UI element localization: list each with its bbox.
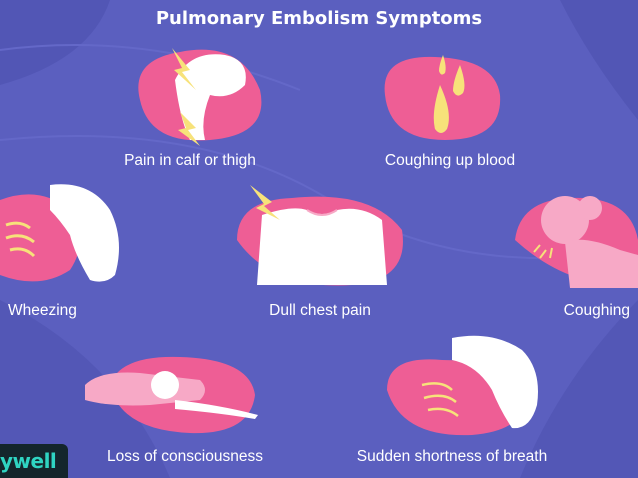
fainted-person-icon bbox=[85, 356, 258, 434]
page-title: Pulmonary Embolism Symptoms bbox=[155, 8, 483, 29]
symptom-label-calf-pain: Pain in calf or thigh bbox=[124, 152, 256, 169]
blood-drops-icon bbox=[384, 55, 501, 140]
symptom-label-coughing-blood: Coughing up blood bbox=[384, 152, 516, 169]
brand-logo: ywell bbox=[0, 444, 68, 478]
symptom-label-wheezing: Wheezing bbox=[8, 302, 77, 319]
coughing-person-icon bbox=[515, 196, 638, 288]
wheezing-icon bbox=[0, 184, 119, 282]
leg-pain-icon bbox=[138, 48, 262, 146]
breath-icon bbox=[387, 335, 538, 436]
chest-pain-icon bbox=[237, 185, 403, 286]
symptom-label-shortness-of-breath: Sudden shortness of breath bbox=[356, 448, 548, 465]
symptom-label-chest-pain: Dull chest pain bbox=[269, 302, 371, 319]
symptom-label-loss-of-consciousness: Loss of consciousness bbox=[107, 448, 263, 465]
symptom-label-coughing: Coughing bbox=[563, 302, 630, 319]
